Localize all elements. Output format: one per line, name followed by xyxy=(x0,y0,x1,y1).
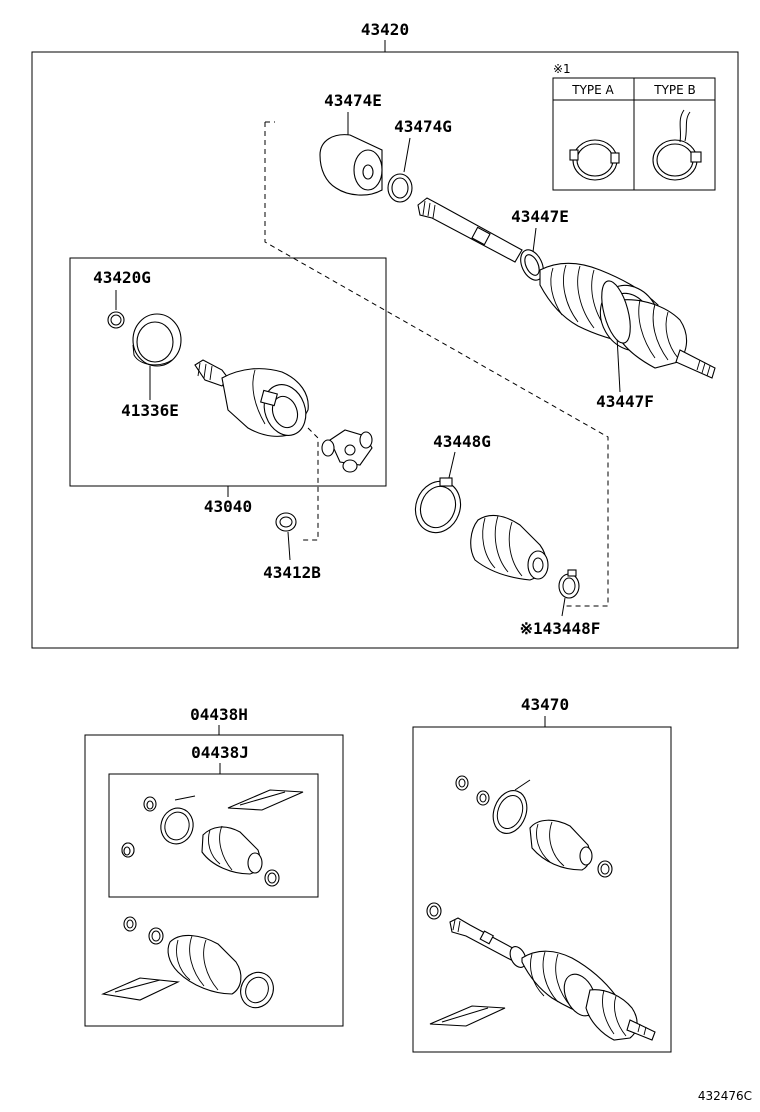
kit-04438H: 04438H 04438J xyxy=(84,705,344,1027)
clamp-type-b-icon xyxy=(652,109,702,181)
inset-type-a: TYPE A xyxy=(571,83,614,97)
label-43448G[interactable]: 43448G xyxy=(433,432,491,451)
snap-ring-43420G-part xyxy=(107,311,125,329)
tripod-spider-part xyxy=(321,429,373,473)
label-04438H[interactable]: 04438H xyxy=(190,705,248,724)
label-43420G[interactable]: 43420G xyxy=(93,268,151,287)
label-43470[interactable]: 43470 xyxy=(521,695,569,714)
frame-43420 xyxy=(31,51,739,649)
label-43474G[interactable]: 43474G xyxy=(394,117,452,136)
clamp-43448F-part xyxy=(558,569,580,599)
kit-04438H-parts xyxy=(101,916,274,1009)
figure-code: 432476C xyxy=(698,1089,752,1103)
inner-boot-part xyxy=(470,514,549,581)
kit-04438J-box xyxy=(108,773,319,898)
clamp-type-inset: ※1 TYPE A TYPE B xyxy=(552,62,716,191)
label-43448F[interactable]: ※143448F xyxy=(520,619,601,638)
clamp-43448G-part xyxy=(414,477,462,534)
assembly-43420: 43420 ※1 TYPE A TYPE B xyxy=(31,20,739,649)
snap-ring-43412B-part xyxy=(275,512,297,532)
clamp-43474G-part: 43474G xyxy=(387,117,452,203)
label-43420[interactable]: 43420 xyxy=(361,20,409,39)
inboard-joint-box: 43420G 41336E xyxy=(69,257,387,541)
outer-boot-cover-part: 43474E xyxy=(319,91,383,196)
label-43412B[interactable]: 43412B xyxy=(263,563,321,582)
clamp-type-a-icon xyxy=(569,139,620,181)
label-04438J[interactable]: 04438J xyxy=(191,743,249,762)
kit-04438J-parts xyxy=(121,789,304,887)
label-43474E[interactable]: 43474E xyxy=(324,91,382,110)
clamp-43447F-part xyxy=(601,280,631,344)
kit-43470-parts xyxy=(426,775,656,1041)
inset-note-mark: ※1 xyxy=(553,62,571,76)
inboard-joint-housing-part xyxy=(194,359,309,437)
label-41336E[interactable]: 41336E xyxy=(121,401,179,420)
label-43040[interactable]: 43040 xyxy=(204,497,252,516)
inset-type-b: TYPE B xyxy=(653,83,696,97)
ring-41336E-part xyxy=(132,313,182,367)
kit-43470: 43470 xyxy=(412,695,672,1053)
label-43447E[interactable]: 43447E xyxy=(511,207,569,226)
label-43447F[interactable]: 43447F xyxy=(596,392,654,411)
